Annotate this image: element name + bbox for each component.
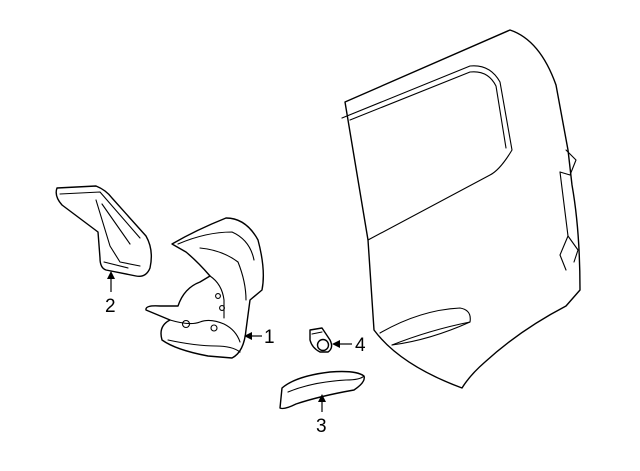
part-1-mud-flap	[145, 217, 265, 359]
leader-line-4	[332, 340, 352, 348]
quarter-panel	[341, 29, 581, 389]
callout-3: 3	[316, 416, 327, 437]
part-3-molding	[279, 370, 365, 410]
leader-line-2	[107, 271, 115, 292]
part-4-clip	[309, 327, 333, 353]
callout-1: 1	[264, 327, 275, 348]
callout-4: 4	[355, 335, 366, 356]
callout-2: 2	[105, 296, 116, 317]
leader-line-3	[318, 394, 326, 412]
leader-line-1	[244, 332, 262, 340]
part-2-splash-shield	[55, 185, 153, 278]
